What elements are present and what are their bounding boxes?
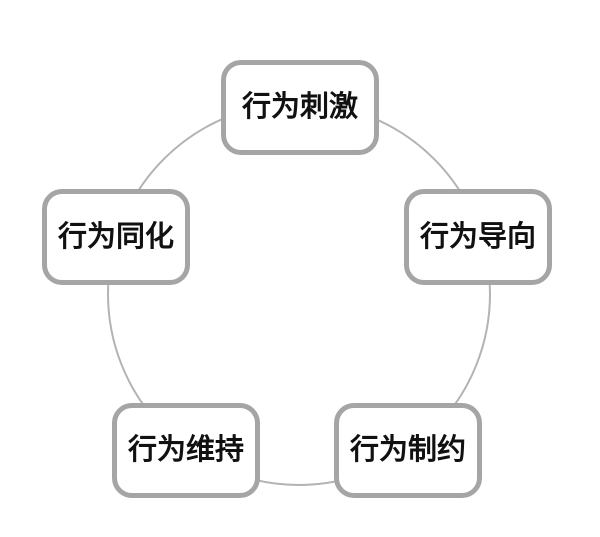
node-behavior-orientation-label: 行为导向 bbox=[419, 220, 536, 253]
node-behavior-orientation: 行为导向 bbox=[404, 189, 552, 285]
node-behavior-assimilation: 行为同化 bbox=[42, 189, 190, 285]
node-behavior-constraint: 行为制约 bbox=[334, 403, 482, 498]
node-behavior-stimulus: 行为刺激 bbox=[221, 60, 379, 155]
node-behavior-maintenance-label: 行为维持 bbox=[127, 434, 244, 466]
node-behavior-maintenance: 行为维持 bbox=[112, 403, 260, 498]
node-behavior-constraint-label: 行为制约 bbox=[349, 434, 466, 466]
node-behavior-assimilation-label: 行为同化 bbox=[57, 220, 174, 253]
node-behavior-stimulus-label: 行为刺激 bbox=[241, 91, 358, 123]
